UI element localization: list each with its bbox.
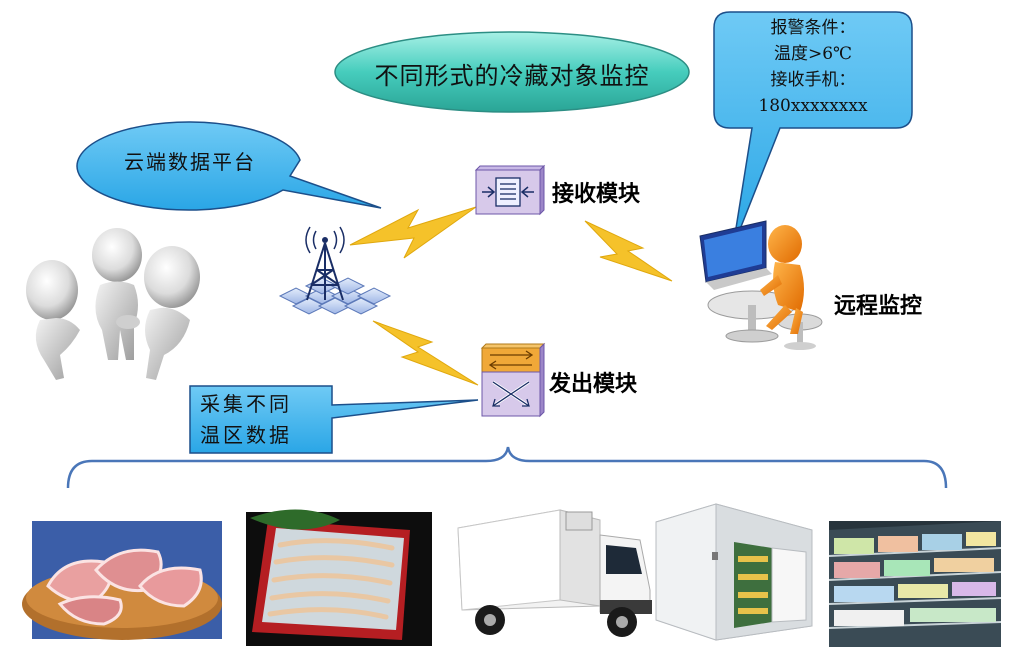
cold-room-photo [656, 504, 812, 640]
collect-data-bubble: 采集不同 温区数据 [200, 389, 330, 451]
meat-photo [22, 521, 222, 640]
receive-module-label: 接收模块 [552, 176, 640, 208]
shrimp-photo [246, 509, 432, 646]
collect-line-2: 温区数据 [200, 420, 330, 451]
alarm-line-1: 报警条件： [718, 15, 908, 41]
lightning-icon [350, 207, 476, 258]
supermarket-fridge-photo [829, 521, 1001, 647]
collect-line-1: 采集不同 [200, 389, 330, 420]
alarm-line-4: 180xxxxxxxx [718, 93, 908, 119]
lightning-icon [373, 321, 478, 385]
remote-monitor-icon [700, 221, 822, 350]
receive-module-icon [476, 166, 544, 214]
send-module-label: 发出模块 [549, 366, 637, 398]
lightning-icon [585, 221, 672, 281]
cloud-platform-label: 云端数据平台 [100, 146, 280, 175]
remote-monitor-label: 远程监控 [834, 288, 922, 320]
people-group-icon [26, 228, 200, 380]
truck-photo [458, 510, 652, 637]
page-title: 不同形式的冷藏对象监控 [335, 56, 689, 91]
alarm-condition-bubble: 报警条件： 温度>6℃ 接收手机： 180xxxxxxxx [718, 15, 908, 119]
alarm-line-3: 接收手机： [718, 67, 908, 93]
send-module-icon [482, 344, 544, 416]
alarm-line-2: 温度>6℃ [718, 41, 908, 67]
